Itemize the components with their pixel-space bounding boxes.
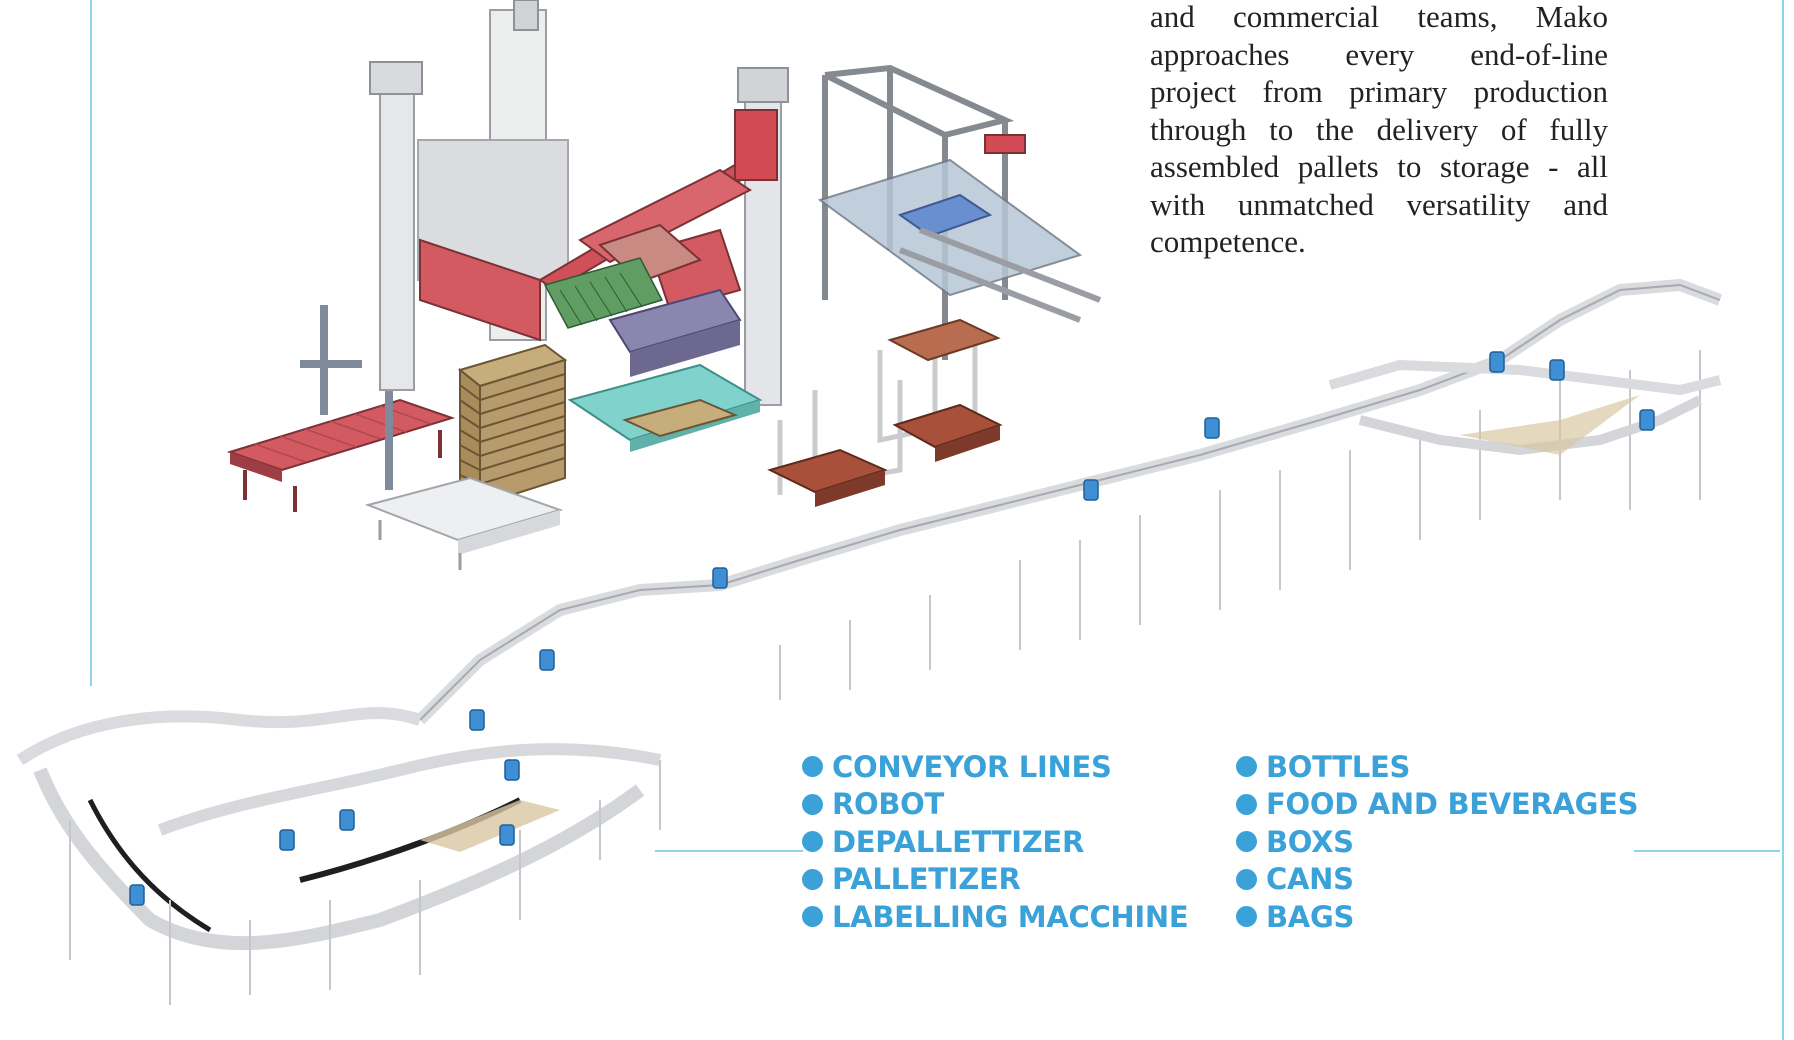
paragraph-line: with unmatched versatility and [1150, 186, 1608, 222]
bullet-icon [1236, 906, 1257, 928]
intro-paragraph: and commercial teams, Mako approaches ev… [1150, 0, 1608, 261]
list-item: DEPALLETTIZER [802, 823, 1188, 861]
product-label: BOTTLES [1266, 749, 1411, 784]
bullet-icon [802, 831, 823, 853]
machine-label: ROBOT [832, 787, 945, 822]
product-label: BAGS [1266, 899, 1355, 934]
machine-label: DEPALLETTIZER [832, 824, 1084, 859]
bullet-icon [1236, 831, 1257, 853]
list-item: PALLETIZER [802, 861, 1188, 899]
list-item: BOTTLES [1236, 748, 1638, 786]
product-label: CANS [1266, 862, 1354, 897]
bullet-icon [802, 868, 823, 890]
machine-label: LABELLING MACCHINE [832, 899, 1189, 934]
bullet-icon [802, 756, 823, 778]
machine-label: CONVEYOR LINES [832, 749, 1112, 784]
paragraph-line: competence. [1150, 224, 1306, 259]
paragraph-line: and commercial teams, Mako [1150, 0, 1608, 34]
product-label: BOXS [1266, 824, 1354, 859]
paragraph-line: through to the delivery of fully [1150, 111, 1608, 147]
bullet-icon [1236, 793, 1257, 815]
list-left-rule [655, 850, 803, 852]
list-item: BOXS [1236, 823, 1638, 861]
list-item: ROBOT [802, 786, 1188, 824]
list-item: FOOD AND BEVERAGES [1236, 786, 1639, 824]
machines-list: CONVEYOR LINES ROBOT DEPALLETTIZER PALLE… [802, 748, 1189, 936]
bullet-icon [1236, 756, 1257, 778]
paragraph-line: approaches every end-of-line [1150, 36, 1608, 72]
conveyor-line-illustration [16, 279, 1723, 1005]
product-label: FOOD AND BEVERAGES [1266, 787, 1639, 822]
bullet-icon [802, 793, 823, 815]
left-vertical-rule [90, 0, 92, 686]
bullet-icon [802, 906, 823, 928]
products-list: BOTTLES FOOD AND BEVERAGES BOXS CANS BAG… [1236, 748, 1639, 936]
paragraph-line: assembled pallets to storage - all [1150, 149, 1608, 184]
palletizing-machine-illustration [226, 0, 1102, 570]
machine-label: PALLETIZER [832, 862, 1021, 897]
list-item: CONVEYOR LINES [802, 748, 1188, 786]
list-right-rule [1634, 850, 1780, 852]
list-item: LABELLING MACCHINE [802, 898, 1189, 936]
paragraph-line: project from primary production [1150, 74, 1608, 109]
right-vertical-rule [1782, 0, 1784, 1040]
bullet-icon [1236, 868, 1257, 890]
list-item: CANS [1236, 861, 1638, 899]
list-item: BAGS [1236, 898, 1638, 936]
